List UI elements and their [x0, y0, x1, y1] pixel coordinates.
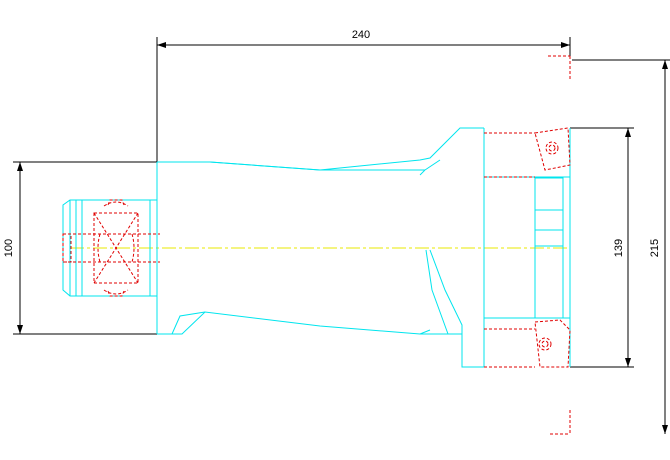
label-total-diameter: 215: [649, 239, 661, 257]
dimension-total-diameter: 215: [572, 59, 670, 434]
label-overall-length: 240: [352, 29, 370, 41]
dimension-overall-length: 240: [156, 29, 571, 162]
bottom-insert: [484, 319, 571, 435]
top-insert: [484, 55, 571, 178]
label-shank-diameter: 100: [3, 239, 15, 257]
dimension-shank-diameter: 100: [3, 161, 157, 335]
label-cutting-diameter: 139: [613, 239, 625, 257]
dimension-cutting-diameter: 139: [570, 127, 634, 368]
tool-body: [156, 127, 571, 368]
shank-collet: [62, 194, 160, 302]
